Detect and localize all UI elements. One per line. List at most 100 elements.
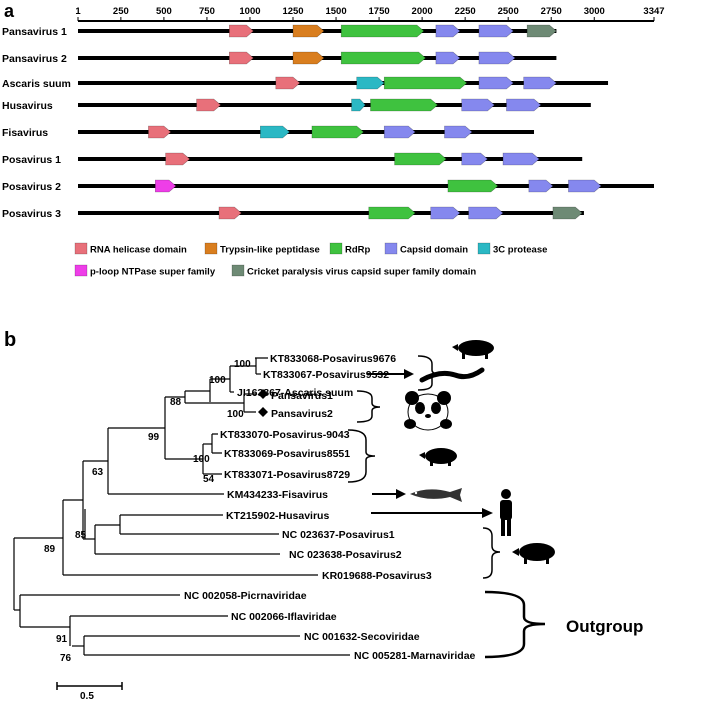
fish-icon: [410, 488, 462, 502]
axis-tick-label: 2250: [455, 6, 476, 17]
axis-tick-label: 500: [156, 6, 172, 17]
panel-b-label: b: [4, 329, 16, 351]
taxon-label: KR019688-Posavirus3: [322, 570, 432, 582]
legend-swatch-cricket: [231, 264, 245, 277]
bootstrap-value: 88: [170, 397, 182, 408]
pig-icon: [452, 340, 494, 359]
domain-arrow-protease_3c: [351, 98, 366, 112]
axis-tick-label: 2000: [412, 6, 433, 17]
genome-name: Pansavirus 2: [2, 53, 67, 65]
taxon-label: KT833068-Posavirus9676: [270, 353, 396, 365]
panel-a-label: a: [4, 1, 15, 21]
domain-arrow-rdrp: [370, 98, 439, 112]
domain-arrow-rdrp: [368, 206, 416, 220]
taxon-label: NC 023638-Posavirus2: [289, 549, 402, 561]
domain-arrow-protease_3c: [260, 125, 291, 139]
domain-arrow-trypsin: [292, 24, 325, 38]
axis-tick-label: 2500: [498, 6, 519, 17]
arrow-head-icon: [404, 369, 414, 379]
pig-icon: [419, 448, 457, 466]
axis-tick-label: 3347: [643, 6, 664, 17]
diamond-marker-icon: [258, 389, 268, 399]
domain-arrow-capsid: [383, 125, 416, 139]
taxon-label: NC 005281-Marnaviridae: [354, 650, 476, 662]
genome-name: Posavirus 1: [2, 154, 61, 166]
taxon-label: Pansavirus2: [271, 408, 333, 420]
domain-arrow-capsid: [468, 206, 504, 220]
genome-line: [78, 81, 609, 85]
pig-icon: [512, 543, 555, 564]
domain-arrow-rdrp: [447, 179, 499, 193]
genome-name: Pansavirus 1: [2, 26, 67, 38]
axis-tick-label: 750: [199, 6, 215, 17]
worm-icon: [419, 367, 485, 383]
domain-arrow-capsid: [528, 179, 554, 193]
bootstrap-value: 100: [193, 454, 210, 465]
genome-name: Posavirus 3: [2, 208, 61, 220]
brace: [356, 390, 381, 423]
human-icon: [500, 489, 512, 536]
legend-label: RNA helicase domain: [90, 245, 187, 256]
domain-arrow-helicase: [196, 98, 222, 112]
axis-tick-label: 1750: [369, 6, 390, 17]
domain-arrow-rdrp: [383, 76, 468, 90]
genome-name: Husavirus: [2, 100, 53, 112]
legend-label: p-loop NTPase super family: [90, 267, 216, 278]
domain-arrow-protease_3c: [356, 76, 385, 90]
domain-arrow-trypsin: [292, 51, 325, 65]
taxon-label: JI163867-Ascaris suum: [237, 387, 353, 399]
genome-line: [78, 130, 535, 134]
axis-tick-label: 1250: [282, 6, 303, 17]
legend-swatch-protease_3c: [477, 242, 491, 255]
genome-line: [78, 103, 591, 107]
bootstrap-value: 91: [56, 634, 68, 645]
taxon-label: NC 002058-Picrnaviridae: [184, 590, 307, 602]
domain-arrow-helicase: [275, 76, 301, 90]
bootstrap-value: 54: [203, 474, 215, 485]
scale-bar: [56, 682, 123, 690]
arrow-heads: [396, 369, 493, 518]
domain-arrow-capsid: [568, 179, 602, 193]
taxon-label: Pansavirus1: [271, 390, 333, 402]
domain-arrow-capsid: [506, 98, 542, 112]
phylogenetic-tree: [13, 357, 350, 656]
diamond-marker-icon: [258, 407, 268, 417]
domain-arrow-capsid: [435, 51, 461, 65]
domain-arrow-capsid: [502, 152, 540, 166]
taxon-label: KT833071-Posavirus8729: [224, 469, 350, 481]
genome-name: Posavirus 2: [2, 181, 61, 193]
taxon-label: KT833070-Posavirus-9043: [220, 429, 350, 441]
panda-icon: [404, 391, 452, 431]
domain-arrow-capsid: [444, 125, 473, 139]
axis-tick-label: 2750: [541, 6, 562, 17]
legend-label: Capsid domain: [400, 245, 468, 256]
axis-tick-label: 1500: [325, 6, 346, 17]
brace: [482, 527, 501, 579]
bootstrap-value: 100: [227, 409, 244, 420]
genome-line: [78, 211, 584, 215]
domain-arrow-capsid: [461, 152, 488, 166]
outgroup-label: Outgroup: [566, 617, 643, 636]
bootstrap-value: 85: [75, 530, 87, 541]
axis-tick-label: 1: [75, 6, 81, 17]
axis-tick-label: 1000: [239, 6, 260, 17]
domain-arrow-rdrp: [340, 24, 425, 38]
domain-arrow-cricket: [552, 206, 583, 220]
bootstrap-values: 100 100 88 99 100 100 54 63 89 85 91 76: [44, 359, 251, 664]
legend-label: 3C protease: [493, 245, 547, 256]
domain-arrow-rdrp: [311, 125, 365, 139]
host-arrows: [367, 373, 482, 514]
legend-swatch-trypsin: [204, 242, 218, 255]
genome-name: Fisavirus: [2, 127, 48, 139]
domain-arrow-capsid: [523, 76, 557, 90]
taxon-label: KT833069-Posavirus8551: [224, 448, 350, 460]
tree-branch: [212, 433, 222, 454]
legend-label: RdRp: [345, 245, 371, 256]
bootstrap-value: 100: [209, 375, 226, 386]
domain-arrow-capsid: [435, 24, 461, 38]
domain-arrow-ploop: [154, 179, 177, 193]
taxon-label: NC 023637-Posavirus1: [282, 529, 395, 541]
